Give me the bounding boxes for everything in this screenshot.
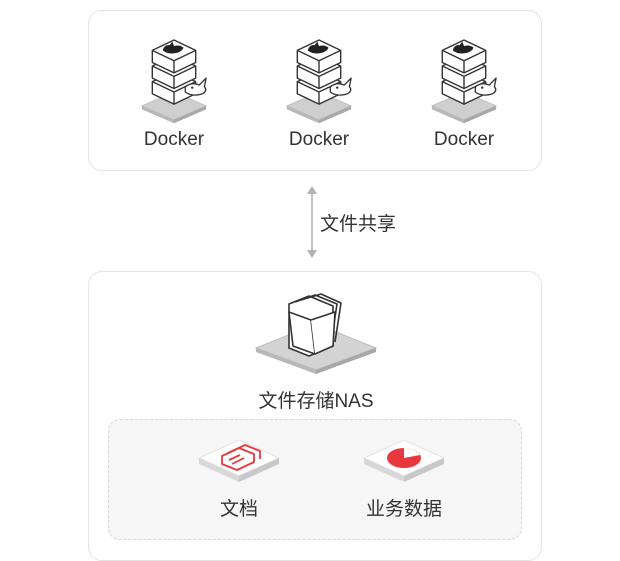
file-share-label: 文件共享 <box>320 214 397 235</box>
docker-container-panel: Docker Docker Docker <box>88 10 542 171</box>
business-data-label: 业务数据 <box>365 499 442 520</box>
nas-storage-panel: 文件存储NAS 文档 业务数据 <box>88 271 542 561</box>
document-label: 文档 <box>219 499 258 520</box>
folder-icon <box>254 293 378 374</box>
business-data-node[interactable]: 业务数据 <box>329 434 479 521</box>
bidirectional-arrow-icon <box>307 186 317 258</box>
pie-chart-icon <box>362 439 446 482</box>
document-icon <box>197 439 281 482</box>
docker-node-1[interactable]: Docker <box>129 33 219 151</box>
docker-icon <box>141 39 207 124</box>
docker-node-label: Docker <box>143 129 205 150</box>
file-share-connection: 文件共享 <box>300 186 420 258</box>
docker-node-3[interactable]: Docker <box>419 33 509 151</box>
docker-node-label: Docker <box>288 129 350 150</box>
stored-content-group: 文档 业务数据 <box>108 419 522 540</box>
docker-node-2[interactable]: Docker <box>274 33 364 151</box>
docker-icon <box>286 39 352 124</box>
nas-label: 文件存储NAS <box>258 391 374 412</box>
docker-node-label: Docker <box>433 129 495 150</box>
nas-node[interactable]: 文件存储NAS <box>249 290 383 413</box>
docker-icon <box>431 39 497 124</box>
document-node[interactable]: 文档 <box>184 434 294 521</box>
